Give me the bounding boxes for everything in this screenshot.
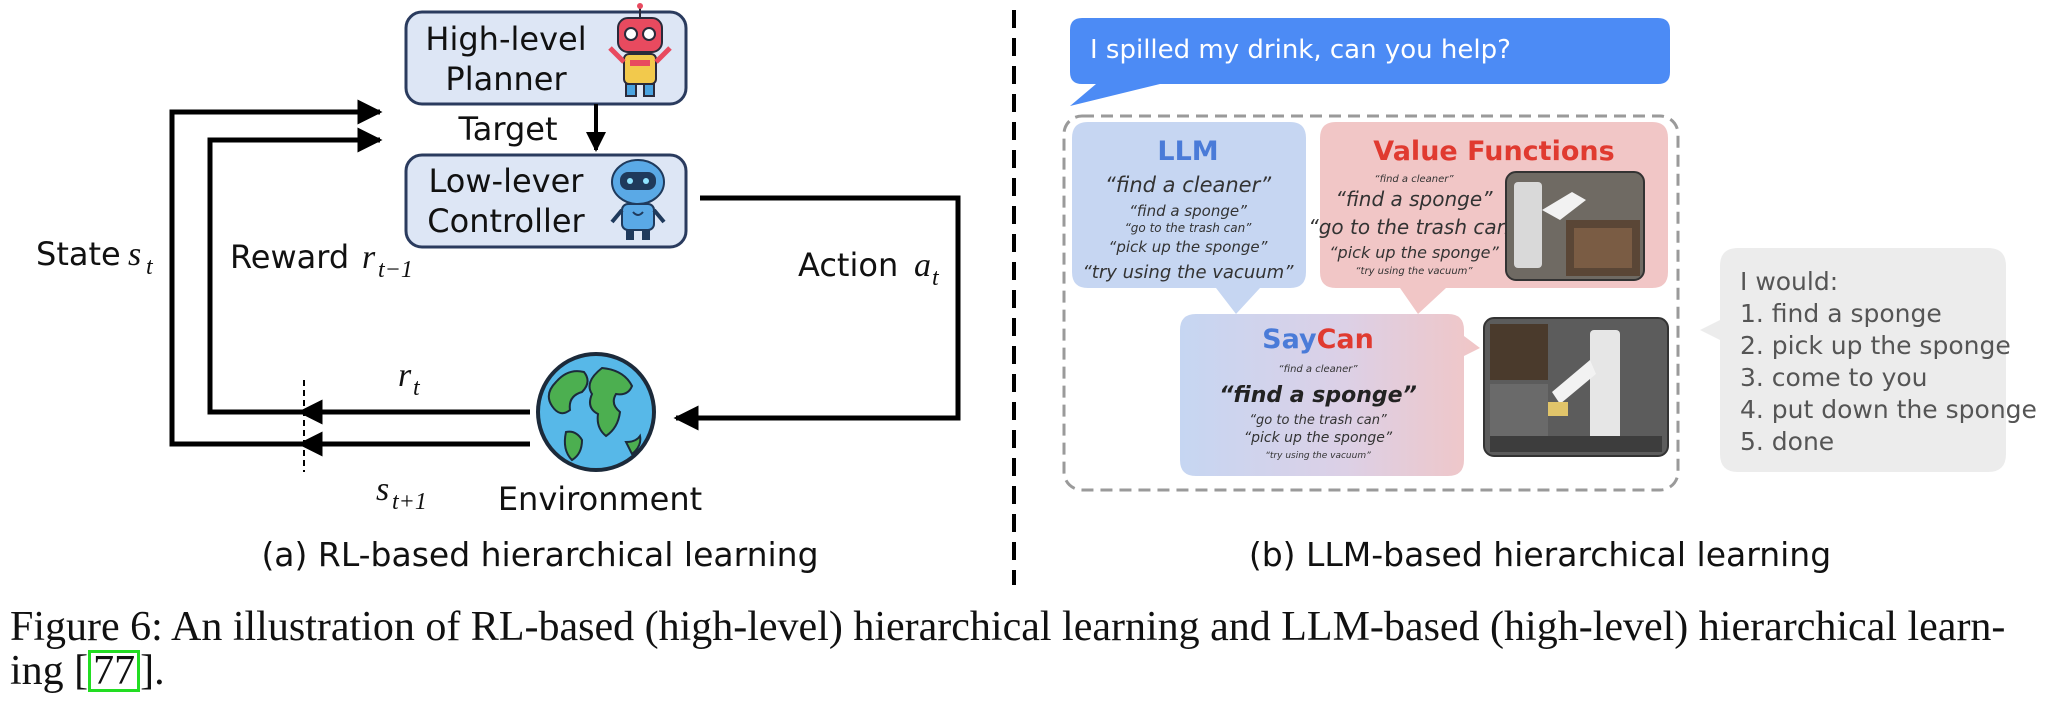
llm-title: LLM: [1157, 136, 1218, 167]
panel-b: I spilled my drink, can you help? LLM “f…: [1062, 18, 2037, 574]
response-step-5: 5. done: [1740, 427, 1834, 456]
saycan-candidate-2: “find a sponge”: [1219, 383, 1417, 408]
value-candidate-4: “pick up the sponge”: [1329, 243, 1499, 262]
saycan-candidate-4: “pick up the sponge”: [1244, 430, 1393, 446]
earth-globe-icon: [536, 352, 656, 472]
citation-link[interactable]: 77: [88, 650, 141, 692]
robot-controller-icon: [610, 159, 666, 240]
panel-a-caption: (a) RL-based hierarchical learning: [261, 535, 818, 574]
llm-candidate-2: “find a sponge”: [1129, 202, 1247, 220]
saycan-title-say: Say: [1262, 324, 1317, 355]
response-bubble: [1700, 248, 2006, 472]
reward-label: Reward: [230, 238, 349, 276]
reward-t-symbol: r: [398, 357, 412, 394]
saycan-candidate-1: “find a cleaner”: [1278, 364, 1358, 375]
action-subscript: t: [932, 265, 940, 291]
saycan-candidate-5: “try using the vacuum”: [1265, 451, 1371, 461]
reward-symbol: r: [362, 239, 376, 276]
reward-t-subscript: t: [413, 375, 421, 401]
user-message-text: I spilled my drink, can you help?: [1090, 35, 1511, 65]
llm-bubble: LLM “find a cleaner” “find a sponge” “go…: [1072, 122, 1306, 314]
response-intro: I would:: [1740, 267, 1838, 296]
response-step-1: 1. find a sponge: [1740, 299, 1942, 328]
figure-caption-suffix: ].: [140, 648, 165, 694]
saycan-container: [1062, 114, 1680, 492]
llm-candidate-5: “try using the vacuum”: [1082, 262, 1294, 283]
figure-caption: Figure 6: An illustration of RL-based (h…: [10, 605, 2054, 693]
action-label: Action: [798, 246, 898, 284]
value-candidate-5: “try using the vacuum”: [1355, 266, 1473, 277]
state-subscript: t: [146, 254, 154, 280]
target-label: Target: [458, 110, 558, 148]
robot-planner-icon: [608, 3, 672, 97]
response-step-4: 4. put down the sponge: [1740, 395, 2037, 424]
controller-label-line1: Low-lever: [429, 162, 585, 200]
value-candidate-1: “find a cleaner”: [1374, 174, 1454, 185]
environment-label: Environment: [498, 480, 702, 518]
saycan-title: SayCan: [1262, 324, 1374, 355]
value-functions-title: Value Functions: [1373, 136, 1614, 167]
panel-a: High-level Planner Target Low-lever Cont…: [36, 3, 961, 574]
state-symbol: s: [128, 236, 141, 273]
planner-label-line1: High-level: [425, 20, 586, 58]
panel-b-caption: (b) LLM-based hierarchical learning: [1249, 535, 1831, 574]
figure-caption-text: Figure 6: An illustration of RL-based (h…: [10, 604, 2006, 694]
llm-candidate-3: “go to the trash can”: [1125, 221, 1253, 235]
response-step-2: 2. pick up the sponge: [1740, 331, 2011, 360]
llm-candidate-4: “pick up the sponge”: [1109, 238, 1268, 256]
saycan-title-can: Can: [1317, 324, 1374, 355]
llm-candidate-1: “find a cleaner”: [1105, 173, 1272, 197]
reward-subscript: t−1: [378, 257, 413, 283]
response-step-3: 3. come to you: [1740, 363, 1928, 392]
planner-label-line2: Planner: [445, 60, 567, 98]
state-label: State: [36, 235, 121, 273]
saycan-bubble: SayCan “find a cleaner” “find a sponge” …: [1180, 314, 1480, 476]
value-candidate-2: “find a sponge”: [1335, 187, 1493, 211]
figure-canvas: High-level Planner Target Low-lever Cont…: [36, 3, 2037, 585]
state-next-symbol: s: [376, 471, 389, 508]
user-message-bubble: [1070, 18, 1670, 106]
action-symbol: a: [914, 247, 931, 284]
value-candidate-3: “go to the trash can”: [1308, 215, 1520, 239]
robot-photo-1: [1505, 171, 1645, 281]
robot-photo-2: [1483, 317, 1669, 457]
controller-label-line2: Controller: [427, 202, 585, 240]
high-level-planner-box: [404, 10, 688, 106]
saycan-candidate-3: “go to the trash can”: [1249, 413, 1387, 428]
action-line: [673, 195, 961, 431]
value-functions-bubble: Value Functions “find a cleaner” “find a…: [1308, 122, 1668, 314]
state-next-subscript: t+1: [392, 489, 427, 515]
